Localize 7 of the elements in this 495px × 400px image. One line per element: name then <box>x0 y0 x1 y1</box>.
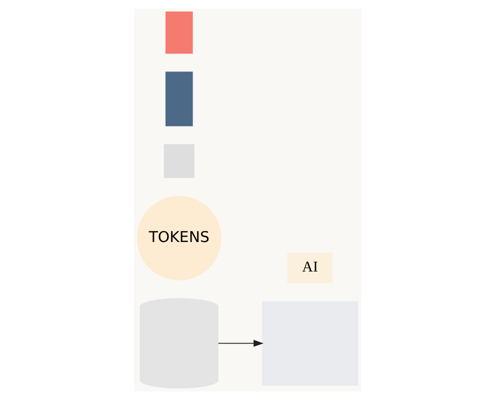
node-box: AI <box>287 252 333 284</box>
node-circle: TOKENS <box>136 196 222 280</box>
node-bar <box>164 144 194 178</box>
node-bar <box>165 12 193 54</box>
arrow <box>218 340 264 347</box>
node-box <box>262 301 358 386</box>
node-bar <box>165 72 193 126</box>
